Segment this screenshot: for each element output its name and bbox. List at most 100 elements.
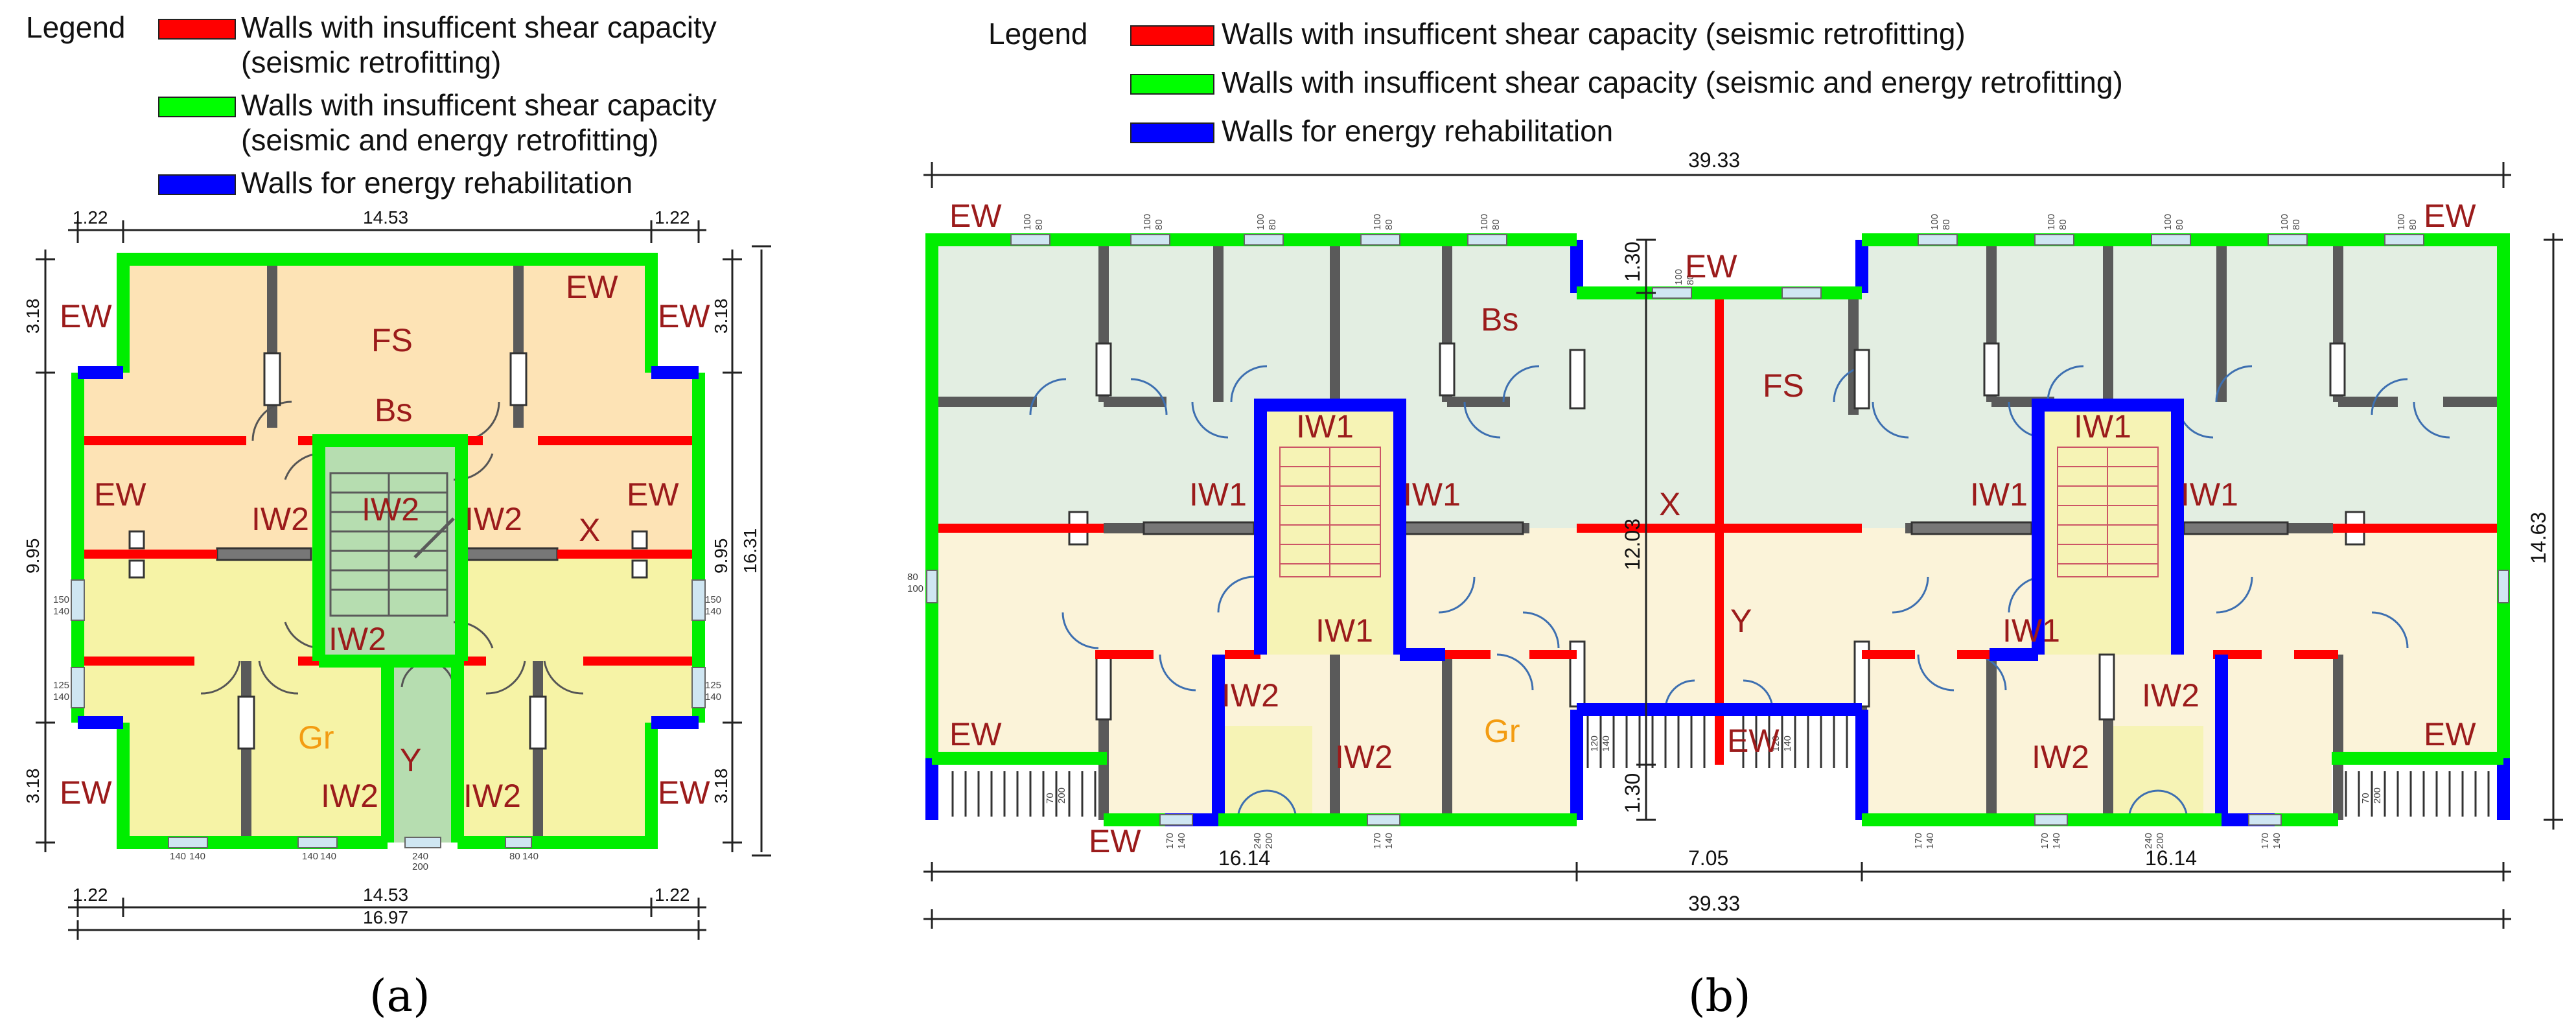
wall-label-ew: EW <box>60 774 112 811</box>
wall-label-ew: EW <box>2424 198 2476 234</box>
dimensions-a <box>36 220 771 940</box>
small-dim: 140 <box>522 851 539 862</box>
legend-swatch-red <box>158 19 236 40</box>
legend-title: Legend <box>988 17 1088 51</box>
wall-label-iw1: IW1 <box>1296 408 1354 445</box>
step-hatching-b <box>951 716 2490 817</box>
small-dim: 80 <box>1154 219 1165 230</box>
dim-label: 12.03 <box>1621 518 1644 570</box>
wall-label-ew: EW <box>1089 823 1141 859</box>
caption-b: (b) <box>1688 971 1751 1022</box>
dimensions-b <box>923 162 2563 929</box>
small-dim: 140 <box>189 851 205 862</box>
dim-label: 1.22 <box>655 885 690 905</box>
wall-label-iw2: IW2 <box>362 491 419 528</box>
small-dim: 170 <box>1372 833 1383 849</box>
stair-detail-a <box>329 472 455 617</box>
dim-label: 1.30 <box>1621 242 1644 282</box>
legend-item-label: Walls with insufficent shear capacity (s… <box>1222 65 2123 99</box>
wall-label-iw2: IW2 <box>2032 739 2089 775</box>
small-dim: 140 <box>1782 736 1793 752</box>
legend-a: Legend Walls with insufficent shear capa… <box>26 10 717 200</box>
small-dim: 140 <box>302 851 318 862</box>
wall-label-x: X <box>1659 486 1680 522</box>
dim-label: 39.33 <box>1688 892 1740 915</box>
wall-label-iw2: IW2 <box>329 621 386 657</box>
dim-labels-a: 1.22 14.53 1.22 1.22 14.53 1.22 16.97 3.… <box>23 207 760 927</box>
small-dim: 100 <box>1022 214 1033 230</box>
panel-b: Legend Walls with insufficent shear capa… <box>907 17 2563 1022</box>
small-dim: 100 <box>1372 214 1383 230</box>
small-dim: 170 <box>1913 833 1924 849</box>
legend-b: Legend Walls with insufficent shear capa… <box>988 17 2123 148</box>
small-dim: 125 <box>705 680 721 691</box>
dim-label: 3.18 <box>23 769 43 804</box>
wall-label-iw2: IW2 <box>465 501 522 537</box>
labels-b: EW EW EW EW EW EW EW Bs FS IW1 IW1 IW1 I… <box>949 198 2476 859</box>
small-dims-a: 150 140 125 140 150 140 125 140 140 140 … <box>53 594 721 872</box>
wall-label-y: Y <box>1730 603 1752 639</box>
wall-label-ew: EW <box>1685 248 1737 285</box>
wall-label-y: Y <box>400 742 421 778</box>
legend-item-label: (seismic and energy retrofitting) <box>241 123 658 157</box>
small-dim: 140 <box>705 606 721 617</box>
dim-label: 1.22 <box>655 207 690 227</box>
ducts-b <box>1068 342 2365 721</box>
small-dim: 80 <box>1491 219 1502 230</box>
blue-walls-a <box>78 366 699 729</box>
wall-label-ew: EW <box>1727 723 1780 759</box>
dim-labels-b: 39.33 16.14 7.05 16.14 39.33 14.63 1.30 … <box>1218 148 2550 915</box>
small-dim: 100 <box>1479 214 1490 230</box>
dim-label: 16.31 <box>740 528 760 574</box>
small-dim: 140 <box>1176 833 1187 849</box>
room-label-gr: Gr <box>1484 713 1520 749</box>
dim-label: 16.14 <box>2145 846 2197 870</box>
small-dim: 80 <box>907 572 918 583</box>
small-dims-b: 100 80 100 80 100 80 100 80 100 80 100 8… <box>907 214 2419 849</box>
caption-a: (a) <box>369 971 430 1022</box>
dim-label: 9.95 <box>711 539 731 574</box>
room-label-bs: Bs <box>375 392 412 428</box>
blue-walls-b <box>925 240 2510 826</box>
dim-label: 14.53 <box>363 207 408 227</box>
entrance-left <box>1218 726 1312 820</box>
wall-label-iw1: IW1 <box>1316 612 1373 649</box>
small-dim: 100 <box>1142 214 1153 230</box>
small-dim: 80 <box>2174 219 2185 230</box>
dim-label: 1.22 <box>73 885 108 905</box>
legend-item-label: Walls for energy rehabilitation <box>241 166 632 200</box>
legend-item-label: (seismic retrofitting) <box>241 45 501 79</box>
small-dim: 140 <box>1384 833 1395 849</box>
wall-label-ew: EW <box>60 298 112 334</box>
small-dim: 80 <box>1034 219 1045 230</box>
small-dim: 200 <box>2372 787 2383 804</box>
small-dim: 170 <box>2260 833 2271 849</box>
small-dim: 200 <box>1264 833 1275 849</box>
wall-label-ew: EW <box>949 198 1002 234</box>
small-dim: 200 <box>412 861 428 872</box>
small-dim: 70 <box>1045 793 1056 804</box>
dim-label: 16.97 <box>363 907 408 927</box>
legend-swatch-red <box>1130 25 1214 46</box>
small-dim: 70 <box>2360 793 2371 804</box>
dim-label: 1.30 <box>1621 773 1644 813</box>
wall-label-ew: EW <box>94 476 146 513</box>
small-dim: 150 <box>705 594 721 605</box>
dim-label: 3.18 <box>23 299 43 334</box>
small-dim: 140 <box>53 692 69 703</box>
small-dim: 100 <box>2163 214 2174 230</box>
small-dim: 80 <box>1685 274 1696 285</box>
small-dim: 80 <box>509 851 520 862</box>
small-dim: 100 <box>1255 214 1266 230</box>
small-dim: 240 <box>412 851 428 862</box>
legend-swatch-blue <box>1130 122 1214 143</box>
stair-detail-b <box>1279 447 2159 577</box>
windows-b <box>926 234 2509 826</box>
wall-label-iw2: IW2 <box>1335 739 1393 775</box>
small-dim: 240 <box>2143 833 2154 849</box>
wall-label-iw2: IW2 <box>1222 677 1279 714</box>
dim-label: 7.05 <box>1688 846 1728 870</box>
small-dim: 150 <box>53 594 69 605</box>
small-dim: 80 <box>2058 219 2069 230</box>
small-dim: 140 <box>320 851 336 862</box>
